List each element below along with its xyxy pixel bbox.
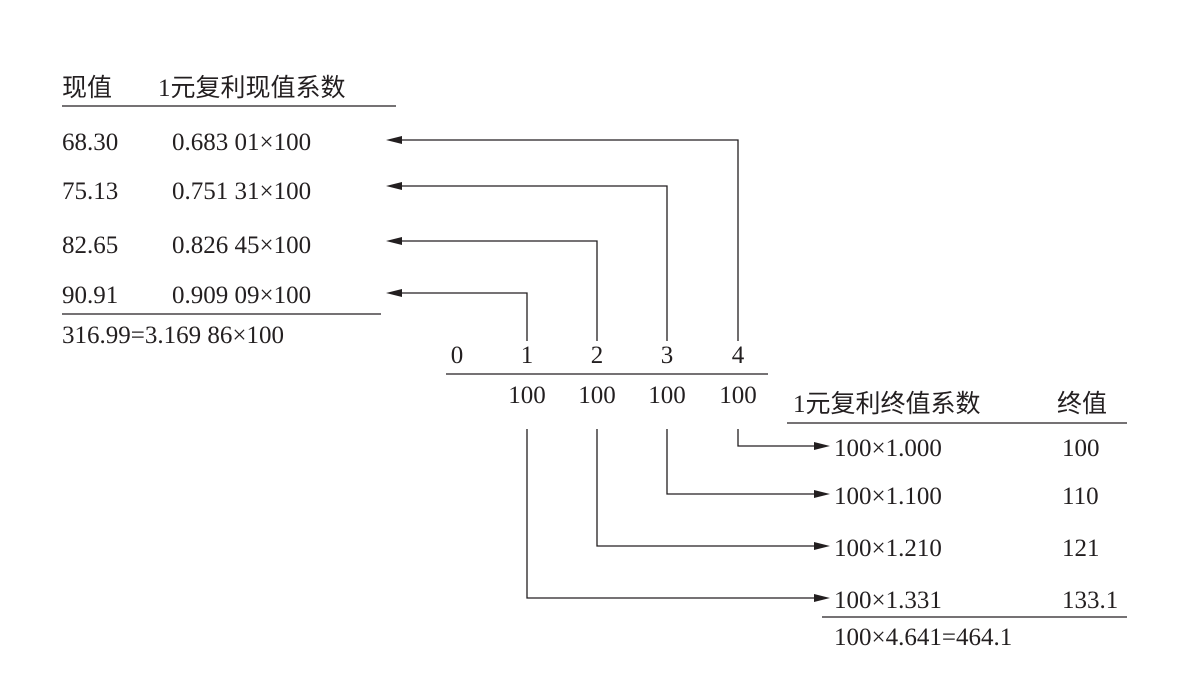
fv-header-factor: 1元复利终值系数: [793, 390, 981, 418]
present-value-table: 现值 1元复利现值系数 68.30 0.683 01×100 75.13 0.7…: [62, 74, 396, 349]
fv-row-1-factor: 100×1.000: [834, 435, 942, 462]
fv-row-3-factor: 100×1.210: [834, 535, 942, 562]
fv-row-2-factor: 100×1.100: [834, 483, 942, 510]
arrowhead-right-icon: [814, 490, 830, 498]
fv-total: 100×4.641=464.1: [834, 624, 1012, 651]
discount-connector-period-2: [398, 240, 598, 341]
discount-connector-period-3: [398, 185, 668, 341]
pv-row-4-factor: 0.909 09×100: [172, 282, 311, 309]
fv-header-value: 终值: [1057, 390, 1107, 418]
pv-header-factor: 1元复利现值系数: [158, 74, 346, 102]
arrowhead-left-icon: [386, 237, 402, 245]
period-3-label: 3: [661, 342, 674, 369]
pv-header-value: 现值: [62, 74, 112, 102]
compound-arrows: [526, 429, 830, 602]
pv-row-3-factor: 0.826 45×100: [172, 232, 311, 259]
fv-row-4-factor: 100×1.331: [834, 587, 942, 614]
pv-row-2-factor: 0.751 31×100: [172, 178, 311, 205]
fv-row-3-value: 121: [1062, 535, 1100, 562]
pv-total: 316.99=3.169 86×100: [62, 322, 284, 349]
payment-1: 100: [508, 382, 546, 409]
discount-connector-period-1: [398, 292, 528, 341]
compound-connector-period-4: [737, 429, 818, 447]
arrowhead-right-icon: [814, 542, 830, 550]
period-0-label: 0: [451, 342, 464, 369]
compound-connector-period-3: [666, 429, 818, 495]
discount-connector-period-4: [398, 139, 739, 341]
payment-2: 100: [578, 382, 616, 409]
payment-3: 100: [648, 382, 686, 409]
arrowhead-right-icon: [814, 594, 830, 602]
pv-row-1-factor: 0.683 01×100: [172, 129, 311, 156]
period-2-label: 2: [591, 342, 604, 369]
arrowhead-left-icon: [386, 136, 402, 144]
payment-4: 100: [719, 382, 757, 409]
arrowhead-left-icon: [386, 289, 402, 297]
future-value-table: 1元复利终值系数 终值 100×1.000 100 100×1.100 110 …: [787, 390, 1127, 651]
fv-row-1-value: 100: [1062, 435, 1100, 462]
fv-row-2-value: 110: [1062, 483, 1099, 510]
pv-row-3-value: 82.65: [62, 232, 118, 259]
discount-arrows: [386, 136, 739, 341]
period-4-label: 4: [732, 342, 745, 369]
fv-row-4-value: 133.1: [1062, 587, 1118, 614]
pv-row-1-value: 68.30: [62, 129, 118, 156]
pv-row-2-value: 75.13: [62, 178, 118, 205]
compound-connector-period-1: [526, 429, 818, 599]
timeline: 0 1 2 3 4 100 100 100 100: [446, 342, 768, 409]
period-1-label: 1: [521, 342, 534, 369]
arrowhead-left-icon: [386, 182, 402, 190]
pv-row-4-value: 90.91: [62, 282, 118, 309]
compound-connector-period-2: [596, 429, 818, 547]
arrowhead-right-icon: [814, 442, 830, 450]
